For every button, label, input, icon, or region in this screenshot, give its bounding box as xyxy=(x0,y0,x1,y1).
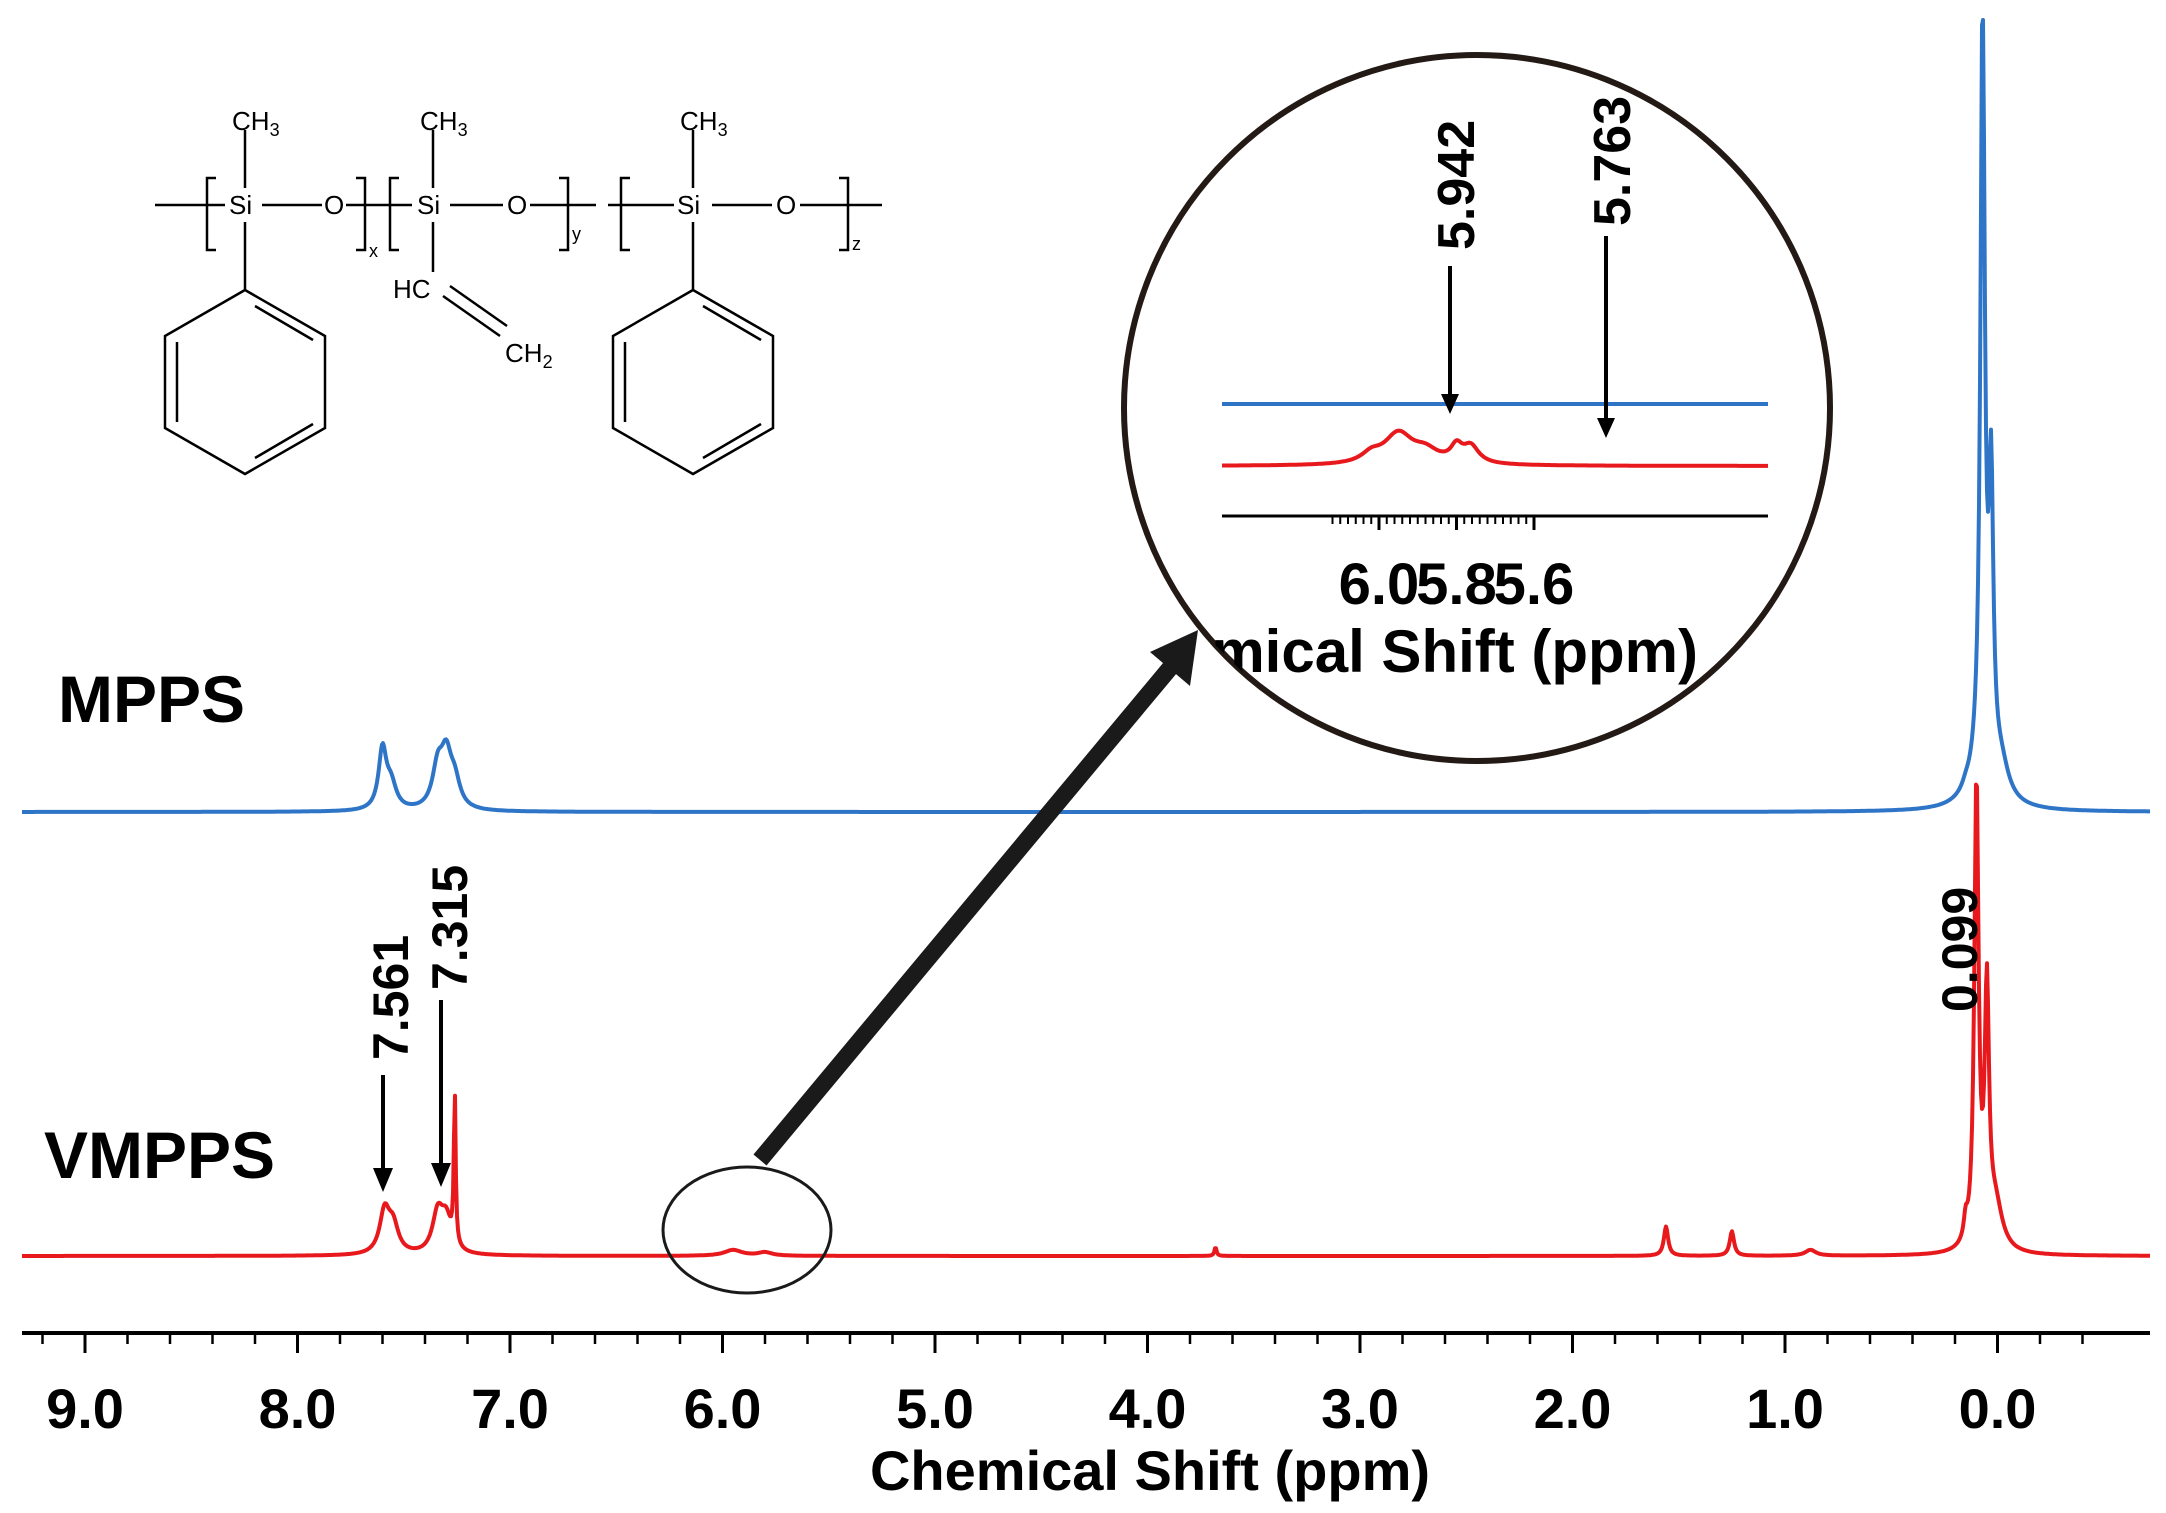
inset-annotation-5763-arrowhead xyxy=(1597,418,1615,438)
inset-tick-label: 6.0 xyxy=(1339,552,1420,617)
inset-annotation-5763-label: 5.763 xyxy=(1584,96,1642,226)
main-axis-ticks xyxy=(41,1333,2084,1353)
zoom-pointer-arrowhead xyxy=(1150,630,1198,686)
subscript-x: x xyxy=(369,241,378,261)
main-tick-label: 8.0 xyxy=(259,1377,337,1440)
bracket-right-3 xyxy=(839,176,850,252)
subscript-z: z xyxy=(852,234,861,254)
annotation-7561-label: 7.561 xyxy=(363,935,419,1060)
annotation-7315: 7.315 xyxy=(422,865,478,1187)
inset-annotation-5763: 5.763 xyxy=(1584,96,1642,438)
annotation-7315-label: 7.315 xyxy=(422,865,478,990)
annotation-0099-label: 0.099 xyxy=(1932,887,1988,1012)
annotation-0099: 0.099 xyxy=(1932,887,1988,1012)
ring-double-bond xyxy=(254,304,314,342)
bracket-left-3 xyxy=(619,176,630,252)
inset-annotation-5942: 5.942 xyxy=(1428,120,1486,414)
zoom-pointer-arrow xyxy=(753,662,1177,1166)
zoom-region-circle xyxy=(661,1165,833,1295)
ch3-label: CH3 xyxy=(420,106,468,140)
main-tick-label: 7.0 xyxy=(471,1377,549,1440)
main-tick-label: 3.0 xyxy=(1321,1377,1399,1440)
main-x-axis-label: Chemical Shift (ppm) xyxy=(870,1439,1430,1502)
inset-axis-ticks xyxy=(1331,516,1536,530)
ch3-label: CH3 xyxy=(232,106,280,140)
chemical-structure xyxy=(155,130,882,476)
inset-annotation-5942-arrowhead xyxy=(1441,394,1459,414)
ch2-label: CH2 xyxy=(505,338,553,372)
inset-axis-tick-labels: 6.05.85.6 xyxy=(1339,552,1575,617)
chemical-structure-labels: CH3 Si O x CH3 Si O y HC CH2 CH3 Si O z xyxy=(229,106,861,372)
o-label: O xyxy=(776,190,796,220)
annotation-7561-arrowhead xyxy=(373,1168,393,1192)
annotation-7561: 7.561 xyxy=(363,935,419,1192)
inset-series-vmpps-line xyxy=(1222,428,1768,468)
hc-label: HC xyxy=(393,274,431,304)
ring-double-bond xyxy=(702,304,762,342)
bracket-right-1 xyxy=(356,176,367,252)
si-label: Si xyxy=(677,190,700,220)
inset-tick-label: 5.6 xyxy=(1494,552,1575,617)
main-tick-label: 1.0 xyxy=(1746,1377,1824,1440)
main-tick-label: 9.0 xyxy=(46,1377,124,1440)
phenyl-ring-2 xyxy=(611,288,775,476)
series-label-mpps: MPPS xyxy=(58,662,245,736)
subscript-y: y xyxy=(572,224,581,244)
bond xyxy=(442,294,501,338)
annotation-7315-arrowhead xyxy=(431,1163,451,1187)
main-tick-label: 2.0 xyxy=(1534,1377,1612,1440)
main-tick-label: 4.0 xyxy=(1109,1377,1187,1440)
bracket-left-1 xyxy=(205,176,216,252)
main-tick-label: 5.0 xyxy=(896,1377,974,1440)
ring-double-bond xyxy=(702,422,762,460)
main-tick-label: 0.0 xyxy=(1959,1377,2037,1440)
ch3-label: CH3 xyxy=(680,106,728,140)
phenyl-ring-1 xyxy=(163,288,327,476)
series-label-vmpps: VMPPS xyxy=(44,1118,275,1192)
series-vmpps-line xyxy=(21,782,2151,1258)
ring-double-bond xyxy=(254,422,314,460)
series-mpps-line xyxy=(21,18,2151,814)
o-label: O xyxy=(507,190,527,220)
bracket-left-2 xyxy=(388,176,399,252)
si-label: Si xyxy=(229,190,252,220)
bracket-right-2 xyxy=(559,176,570,252)
bond xyxy=(449,284,508,328)
o-label: O xyxy=(324,190,344,220)
si-label: Si xyxy=(417,190,440,220)
inset-annotation-5942-label: 5.942 xyxy=(1428,120,1486,250)
inset-circle xyxy=(1121,52,1833,764)
main-x-axis: 9.0 8.0 7.0 6.0 5.0 4.0 3.0 2.0 1.0 0.0 Chemical … xyxy=(22,1331,2150,1502)
inset-tick-label: 5.8 xyxy=(1416,552,1497,617)
main-tick-label: 6.0 xyxy=(684,1377,762,1440)
main-axis-tick-labels: 9.0 8.0 7.0 6.0 5.0 4.0 3.0 2.0 1.0 0.0 xyxy=(46,1377,2036,1440)
